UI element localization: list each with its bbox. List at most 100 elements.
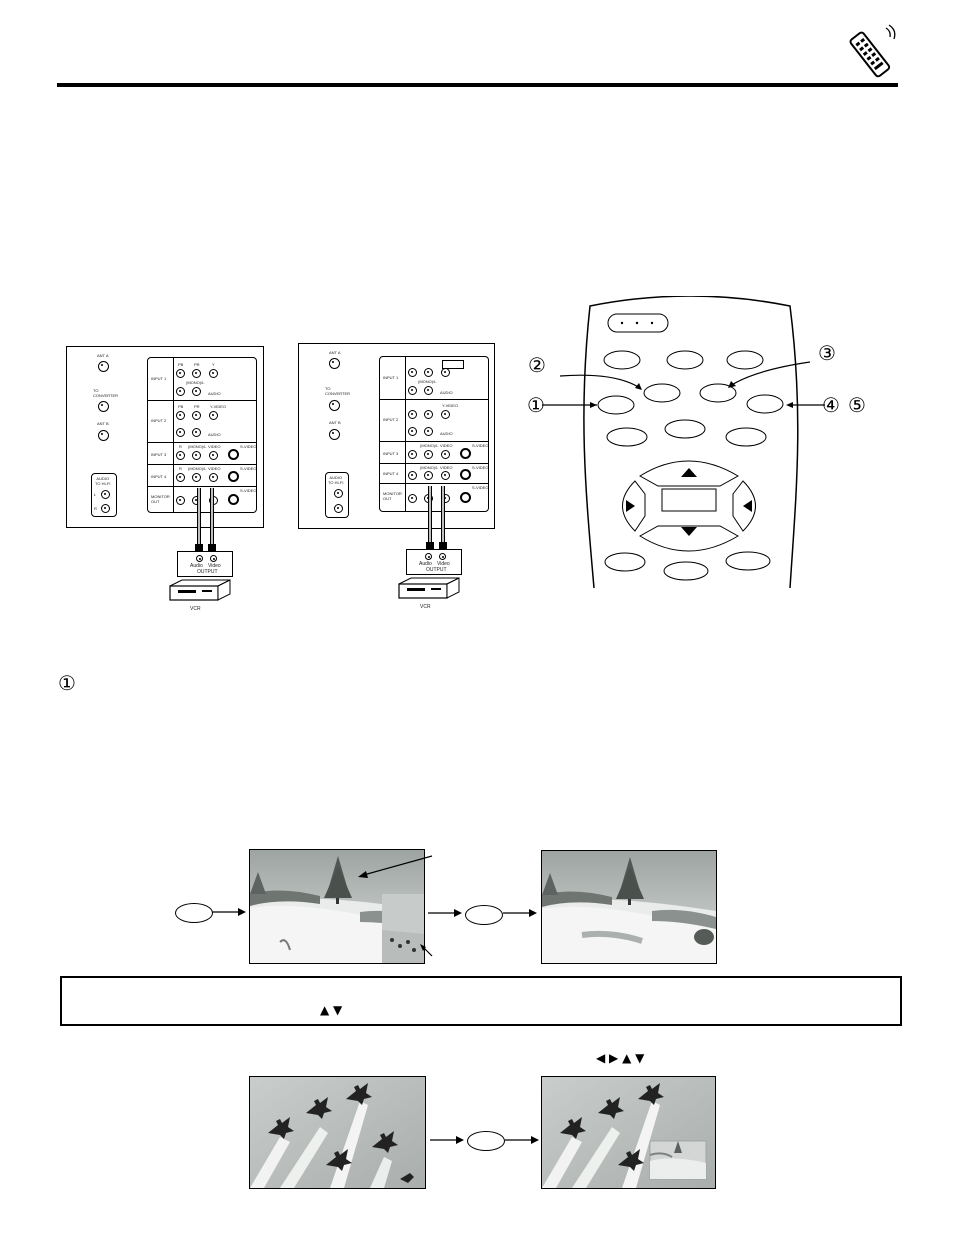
monitor-out-label: MONITOR OUT (151, 494, 170, 504)
callout-arrows (542, 361, 825, 408)
to-converter-label-r: TO CONVERTER (325, 386, 351, 396)
r-input2-jack-3 (441, 410, 450, 419)
button-oval-2 (465, 905, 503, 925)
r-input3-video: VIDEO (440, 443, 453, 448)
input4-svideo-jack (228, 471, 239, 482)
input4-label-r: INPUT 4 (383, 471, 399, 476)
vcr-video-jack (210, 555, 217, 562)
r-input1-jack-5 (424, 386, 433, 395)
input4-video-jack (209, 473, 218, 482)
vcr-audio-jack-r (425, 553, 432, 560)
audio-r-jack (101, 504, 110, 513)
r-input4-svideo-jack (460, 469, 471, 480)
audio-hifi-label-r: AUDIO TO HI-FI (328, 475, 344, 485)
pr-label-2: PR (194, 404, 200, 409)
remote-control-icon (849, 24, 896, 78)
r-input4-video: VIDEO (440, 465, 453, 470)
arrow-right-icon (212, 908, 246, 916)
input3-label-r: INPUT 3 (383, 451, 399, 456)
vcr-output-box-right: Audio Video OUTPUT (406, 549, 462, 575)
input3-r-label: R (179, 444, 182, 449)
input1-label: INPUT 1 (151, 376, 167, 381)
input1-mono-label: (MONO)/L (186, 380, 205, 385)
button-oval (175, 903, 213, 923)
audio-r-jack-r (334, 504, 343, 513)
ant-a-label-r: ANT A (329, 350, 341, 355)
input1-audio-l-jack (192, 387, 201, 396)
r-input1-mono: (MONO)/L (418, 379, 437, 384)
vcr-audio-label-r: Audio (419, 561, 432, 567)
to-converter-jack (98, 401, 109, 412)
vcr-output-label-r: OUTPUT (426, 567, 447, 573)
input2-y-jack (209, 411, 218, 420)
remote-diagram (583, 296, 799, 589)
yvideo-label: Y-VIDEO (210, 404, 227, 409)
vcr-audio-label: Audio (190, 563, 203, 569)
inputs-box: INPUT 1 PB PR Y (MONO)/L AUDIO INPUT 2 P… (147, 357, 257, 513)
callout-1: ① (527, 393, 545, 417)
input3-video-label: VIDEO (208, 444, 221, 449)
input3-svideo-label: S-VIDEO (240, 444, 257, 449)
pointer-arrows (358, 855, 433, 957)
info-box: ▲ ▼ (60, 976, 902, 1026)
r-input3-svideo-jack (460, 448, 471, 459)
to-converter-jack-r (329, 400, 340, 411)
input4-r-label: R (179, 466, 182, 471)
audio-hifi-box: AUDIO TO HI-FI L R (91, 473, 117, 517)
direction-arrows: ◀ ▶ ▲ ▼ (596, 1051, 645, 1065)
r-input1-audio: AUDIO (440, 390, 453, 395)
vcr-left-label: VCR (190, 606, 201, 612)
r-monitor-svideo: S-VIDEO (472, 485, 489, 490)
ant-b-jack (98, 430, 109, 441)
pb-label: PB (178, 362, 184, 367)
audio-hifi-label: AUDIO TO HI-FI (95, 476, 111, 486)
input1-pb-jack (176, 369, 185, 378)
r-input3-jack-1 (408, 450, 417, 459)
ant-b-jack-r (329, 429, 340, 440)
r-input2-jack-4 (408, 427, 417, 436)
monitor-svideo-label: S-VIDEO (240, 488, 257, 493)
callout-2: ② (528, 353, 546, 377)
r-input4-jack-1 (408, 471, 417, 480)
arrow-right-icon-3 (503, 909, 537, 917)
input3-l-jack (192, 451, 201, 460)
y-label: Y (212, 362, 215, 367)
input4-r-jack (176, 473, 185, 482)
ant-b-label-r: ANT B (329, 420, 341, 425)
input4-svideo-label: S-VIDEO (240, 466, 257, 471)
vcr-left-icon (169, 579, 231, 601)
input1-pr-jack (192, 369, 201, 378)
vcr-video-label: Video (208, 563, 221, 569)
step-marker: ① (58, 671, 76, 695)
vcr-output-box-left: Audio Video OUTPUT (177, 551, 233, 577)
r-monitor-jack-1 (408, 494, 417, 503)
monitor-r-jack (176, 496, 185, 505)
r-yvideo: Y-VIDEO (442, 403, 459, 408)
r-input2-jack-2 (424, 410, 433, 419)
vcr-audio-jack (196, 555, 203, 562)
input4-video-label: VIDEO (208, 466, 221, 471)
r-input4-jack-2 (424, 471, 433, 480)
vcr-video-label-r: Video (437, 561, 450, 567)
input2-label: INPUT 2 (151, 418, 167, 423)
r-input4-jack-3 (441, 471, 450, 480)
input2-pb-jack (176, 411, 185, 420)
input2-pr-jack (192, 411, 201, 420)
snow-scene-full (541, 850, 717, 964)
cables-left (195, 488, 216, 552)
input2-label-r: INPUT 2 (383, 417, 399, 422)
input3-label: INPUT 3 (151, 452, 167, 457)
vcr-right-icon (398, 577, 460, 599)
input4-l-jack (192, 473, 201, 482)
cables-right (426, 486, 447, 550)
r-input3-mono: (MONO)/L (420, 443, 439, 448)
input4-mono-label: (MONO)/L (188, 466, 207, 471)
rear-panel-right: ANT A TO CONVERTER ANT B AUDIO TO HI-FI … (298, 343, 495, 529)
button-oval-3 (467, 1131, 505, 1151)
audio-l-jack (101, 490, 110, 499)
vcr-video-jack-r (439, 553, 446, 560)
input1-y-jack (209, 369, 218, 378)
ant-a-label: ANT A (97, 353, 109, 358)
callout-3: ③ (818, 341, 836, 365)
input3-svideo-jack (228, 449, 239, 460)
